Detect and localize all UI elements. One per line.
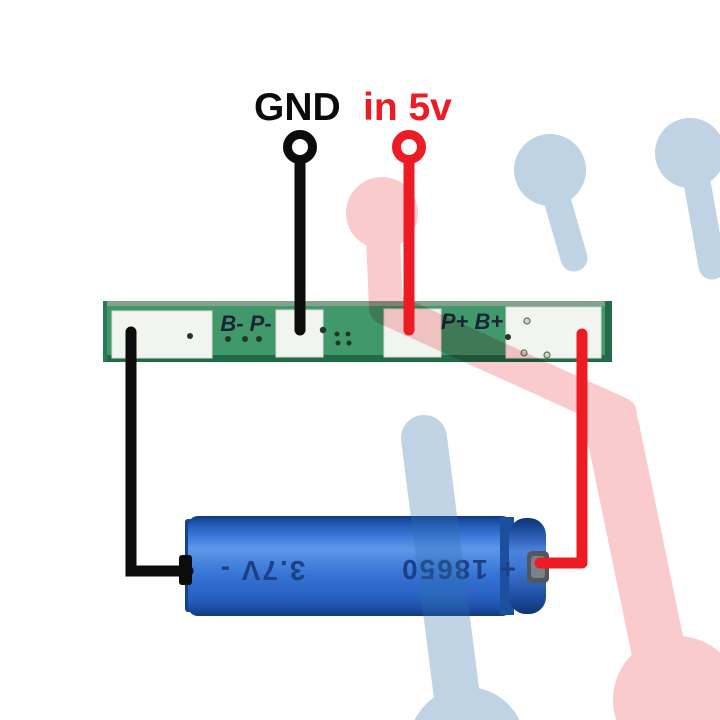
wiring bbox=[125, 130, 588, 585]
decor-blue-pin-top-1 bbox=[514, 134, 588, 272]
in-5v-ring-terminal bbox=[392, 130, 426, 164]
decor-blue-pins bbox=[401, 118, 720, 720]
battery-negative-tab bbox=[179, 555, 192, 585]
gnd-ring-terminal bbox=[283, 130, 317, 164]
battery-model-marking: + 18650 bbox=[400, 554, 516, 585]
battery-voltage-marking: 3.7V - bbox=[219, 555, 306, 586]
decor-blue-pin-top-2 bbox=[655, 118, 720, 280]
silkscreen-b-minus-p-minus: B- P- bbox=[220, 311, 271, 336]
in-5v-label: in 5v bbox=[363, 86, 452, 129]
pcb-left-edge bbox=[103, 301, 107, 362]
battery-negative-wire bbox=[125, 326, 194, 577]
pcb-board: B- P- P+ B+ bbox=[103, 301, 612, 362]
decor-pink-pin bbox=[346, 177, 720, 720]
pcb-right-edge bbox=[605, 301, 612, 362]
pcb-bottom-edge bbox=[103, 355, 612, 362]
decor-blue-pin-bottom bbox=[401, 415, 520, 720]
battery-positive-wire bbox=[534, 328, 588, 569]
pcb-top-edge bbox=[103, 301, 612, 306]
pcb-hole-dots bbox=[187, 326, 511, 346]
gnd-label: GND bbox=[254, 86, 341, 129]
battery-18650: 3.7V - + 18650 bbox=[185, 516, 549, 616]
battery-body bbox=[188, 516, 512, 616]
